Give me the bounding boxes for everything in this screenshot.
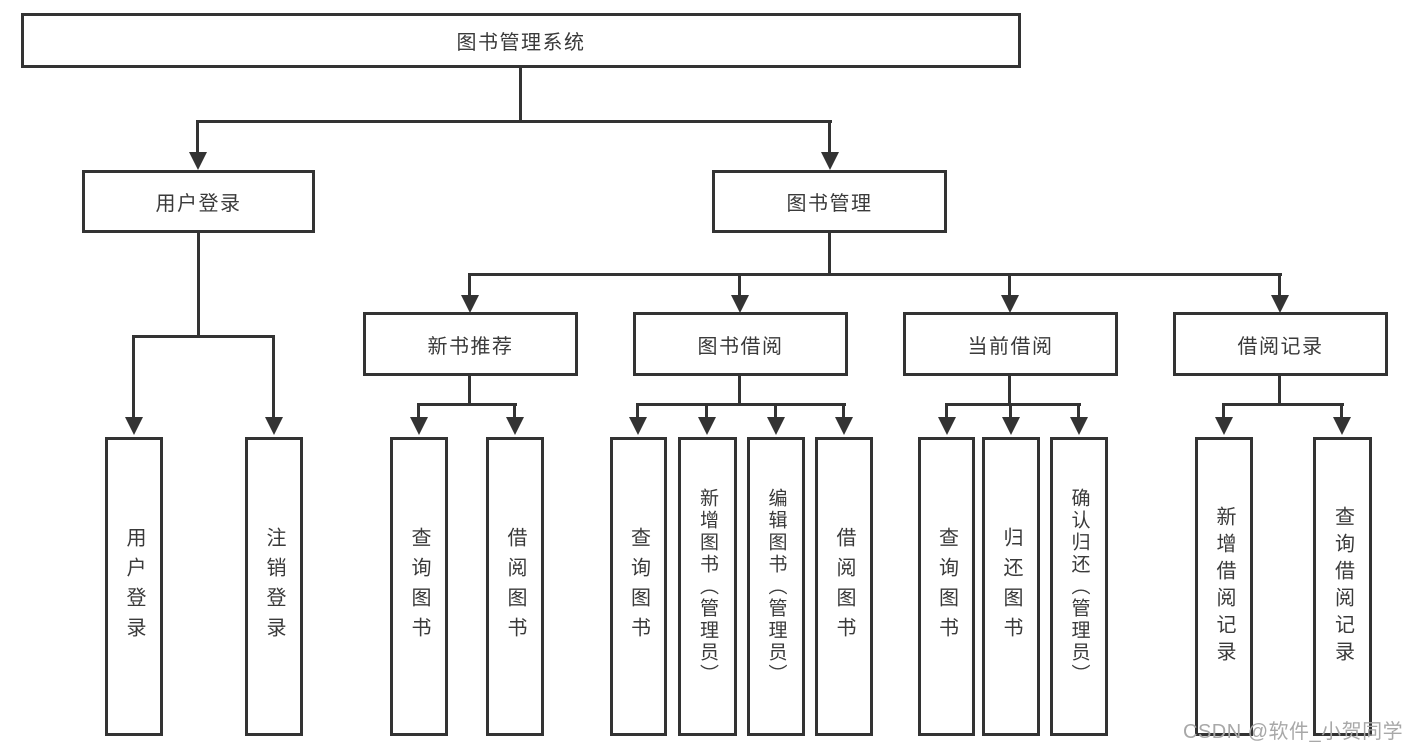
connector-drop-leaf: [842, 403, 845, 418]
arrow-down-icon: [265, 417, 283, 435]
node-root: 图书管理系统: [21, 13, 1021, 68]
connector-drop-leaf: [774, 403, 777, 418]
node-leaf-query-books-2: 查询图书: [610, 437, 667, 736]
connector-user-login-stem: [197, 233, 200, 338]
node-leaf-add-borrow-record: 新增借阅记录: [1195, 437, 1253, 736]
node-label: 编辑图书（管理员）: [765, 487, 787, 686]
node-label: 查询借阅记录: [1331, 505, 1354, 668]
connector-drop-leaf: [1009, 403, 1012, 418]
arrow-down-icon: [629, 417, 647, 435]
connector-drop-leaf: [945, 403, 948, 418]
node-new-book-recommendation: 新书推荐: [363, 312, 578, 376]
node-leaf-confirm-return-admin: 确认归还（管理员）: [1050, 437, 1108, 736]
connector-user-login-bar: [132, 335, 275, 338]
connector-drop-level3: [468, 273, 471, 297]
node-label: 新增图书（管理员）: [697, 487, 718, 686]
arrow-down-icon: [1271, 295, 1289, 313]
connector-drop-leaf: [132, 335, 135, 418]
arrow-down-icon: [1002, 417, 1020, 435]
node-leaf-query-borrow-record: 查询借阅记录: [1313, 437, 1372, 736]
node-label: 用户登录: [123, 526, 145, 647]
node-leaf-query-books-3: 查询图书: [918, 437, 975, 736]
node-leaf-add-books-admin: 新增图书（管理员）: [678, 437, 737, 736]
connector-stem: [738, 376, 741, 405]
connector-drop-level3: [1278, 273, 1281, 297]
arrow-down-icon: [1070, 417, 1088, 435]
node-borrowing-records: 借阅记录: [1173, 312, 1388, 376]
connector-drop-leaf: [513, 403, 516, 418]
node-label: 借阅记录: [1237, 335, 1324, 358]
arrow-down-icon: [821, 152, 839, 170]
node-leaf-borrow-books-1: 借阅图书: [486, 437, 544, 736]
arrow-down-icon: [189, 152, 207, 170]
arrow-down-icon: [835, 417, 853, 435]
connector-bar: [945, 403, 1081, 406]
node-leaf-user-login: 用户登录: [105, 437, 163, 736]
arrow-down-icon: [767, 417, 785, 435]
arrow-down-icon: [461, 295, 479, 313]
connector-drop-leaf: [1340, 403, 1343, 418]
node-label: 当前借阅: [967, 335, 1054, 358]
node-label: 确认归还（管理员）: [1068, 487, 1090, 686]
node-label: 新书推荐: [427, 335, 514, 358]
node-current-borrowing: 当前借阅: [903, 312, 1118, 376]
node-label: 借阅图书: [504, 526, 526, 647]
connector-drop-book-management: [828, 120, 831, 154]
connector-stem: [468, 376, 471, 405]
arrow-down-icon: [125, 417, 143, 435]
connector-drop-leaf: [417, 403, 420, 418]
arrow-down-icon: [1001, 295, 1019, 313]
arrow-down-icon: [698, 417, 716, 435]
node-leaf-logout: 注销登录: [245, 437, 303, 736]
node-label: 图书借阅: [697, 335, 784, 358]
node-user-login: 用户登录: [82, 170, 315, 233]
connector-drop-leaf: [636, 403, 639, 418]
node-label: 查询图书: [627, 526, 650, 647]
connector-drop-level3: [1008, 273, 1011, 297]
node-leaf-return-books: 归还图书: [982, 437, 1040, 736]
arrow-down-icon: [506, 417, 524, 435]
node-leaf-borrow-books-2: 借阅图书: [815, 437, 873, 736]
node-user-login-label: 用户登录: [155, 193, 242, 215]
connector-drop-level3: [738, 273, 741, 297]
connector-drop-leaf: [272, 335, 275, 418]
connector-drop-user-login: [196, 120, 199, 154]
node-label: 归还图书: [1000, 526, 1022, 647]
connector-bar: [417, 403, 517, 406]
connector-stem: [1008, 376, 1011, 405]
node-label: 新增借阅记录: [1213, 505, 1235, 668]
connector-drop-leaf: [1077, 403, 1080, 418]
node-book-management-label: 图书管理: [786, 193, 873, 215]
arrow-down-icon: [938, 417, 956, 435]
node-book-management: 图书管理: [712, 170, 947, 233]
connector-book-management-bar: [468, 273, 1282, 276]
connector-stem: [1278, 376, 1281, 405]
connector-root-bar: [196, 120, 832, 123]
node-book-borrowing: 图书借阅: [633, 312, 848, 376]
node-label: 查询图书: [935, 526, 958, 647]
csdn-watermark: CSDN @软件_小贺同学: [1183, 721, 1404, 743]
arrow-down-icon: [731, 295, 749, 313]
node-label: 注销登录: [263, 526, 285, 647]
connector-book-management-stem: [828, 233, 831, 273]
arrow-down-icon: [1215, 417, 1233, 435]
node-label: 查询图书: [408, 526, 430, 647]
node-label: 借阅图书: [833, 526, 855, 647]
arrow-down-icon: [1333, 417, 1351, 435]
node-root-label: 图书管理系统: [456, 32, 586, 54]
connector-root-stem: [519, 68, 522, 123]
connector-drop-leaf: [705, 403, 708, 418]
node-leaf-edit-books-admin: 编辑图书（管理员）: [747, 437, 805, 736]
connector-drop-leaf: [1222, 403, 1225, 418]
connector-bar: [636, 403, 846, 406]
node-leaf-query-books-1: 查询图书: [390, 437, 448, 736]
connector-bar: [1222, 403, 1344, 406]
arrow-down-icon: [410, 417, 428, 435]
